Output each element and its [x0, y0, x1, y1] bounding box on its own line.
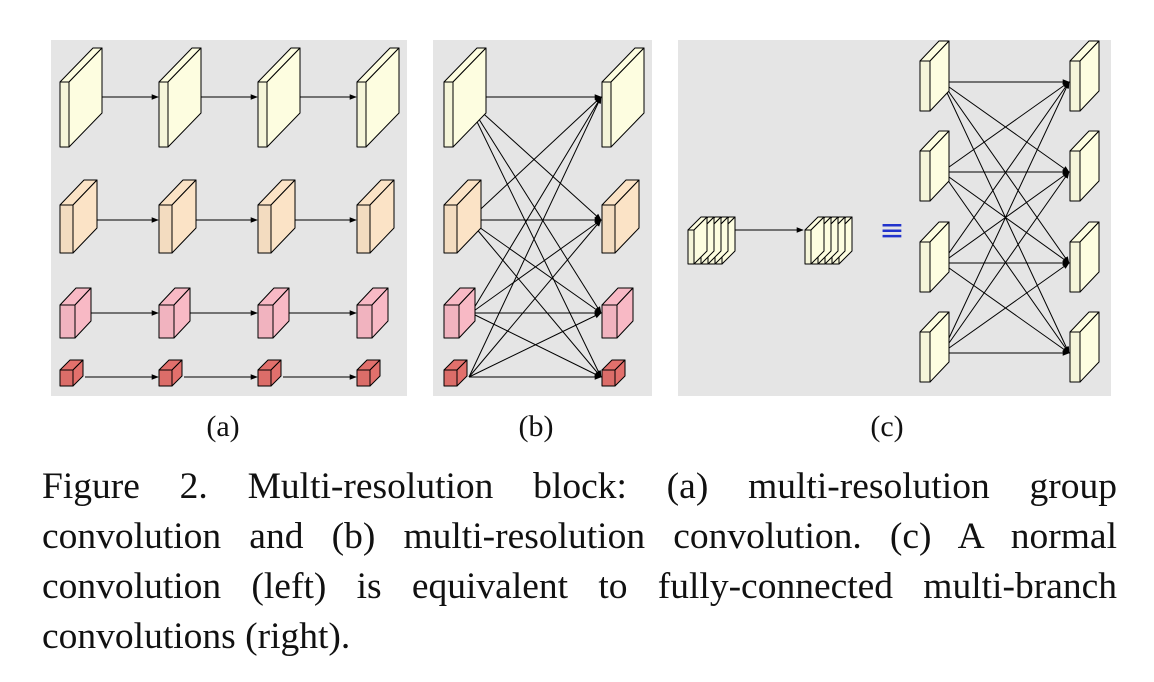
panel-c-branch-output-3 — [1069, 221, 1100, 293]
subfigure-label-a: (a) — [206, 410, 240, 443]
panel-b-input-block-2 — [443, 179, 482, 254]
panel-a-block-r1-c1 — [59, 47, 103, 148]
subfigure-label-b: (b) — [518, 410, 554, 443]
panel-c-branch-edge-2-1 — [941, 81, 1070, 173]
equivalence-symbol: ≡ — [879, 213, 904, 248]
panel-a-block-r4-c3 — [257, 359, 282, 387]
panel-c-branch-output-4 — [1069, 311, 1100, 383]
panel-a-block-r4-c2 — [158, 359, 183, 387]
panel-b-edge-2-1 — [468, 96, 602, 221]
panel-c-branch-edge-4-1 — [941, 81, 1070, 354]
panel-a-block-r2-c2 — [158, 179, 197, 254]
panel-b-output-block-1 — [601, 47, 645, 148]
panel-c-branch-input-3 — [919, 221, 950, 293]
panel-b-edge-3-2 — [470, 219, 602, 314]
panel-c-branch-output-2 — [1069, 130, 1100, 202]
subfigure-label-c: (c) — [870, 410, 904, 443]
panel-a-block-r2-c1 — [59, 179, 98, 254]
panel-c-branch-input-1 — [919, 40, 950, 112]
panel-c-branch-input-2 — [919, 130, 950, 202]
panel-a-block-r1-c4 — [356, 47, 400, 148]
panel-a-block-r1-c3 — [257, 47, 301, 148]
figure-diagram: ≡ — [51, 40, 1111, 396]
edges-layer — [81, 79, 1070, 380]
panel-b-edge-4-3 — [468, 312, 602, 378]
panel-a-block-r2-c3 — [257, 179, 296, 254]
panel-c-branch-edge-3-1 — [941, 81, 1070, 264]
panel-b-edge-1-2 — [464, 96, 602, 221]
panel-b-edge-3-1 — [470, 96, 602, 314]
panel-a-block-r1-c2 — [158, 47, 202, 148]
panel-b-output-block-2 — [601, 179, 640, 254]
panel-c-branch-edge-4-3 — [941, 262, 1070, 354]
panel-b-edge-4-1 — [468, 96, 602, 378]
panel-c-background — [678, 40, 1111, 396]
panel-b-output-block-3 — [601, 287, 634, 339]
panel-b-edge-1-3 — [464, 96, 602, 314]
panel-b-edge-1-4 — [464, 96, 602, 378]
panel-c-branch-output-1 — [1069, 40, 1100, 112]
panel-a-block-r4-c1 — [59, 359, 84, 387]
panel-a-block-r2-c4 — [356, 179, 395, 254]
panel-c-branch-edge-4-2 — [941, 171, 1070, 354]
panel-b-edge-2-3 — [468, 219, 602, 314]
panel-b-input-block-3 — [443, 287, 476, 339]
panel-a-background — [51, 40, 407, 396]
figure-caption: Figure 2. Multi-resolution block: (a) mu… — [42, 466, 1117, 657]
panel-c-normal-output-channel-5 — [804, 216, 825, 265]
panel-b-input-block-4 — [443, 359, 468, 387]
panel-c-branch-input-4 — [919, 311, 950, 383]
panel-c-normal-input-channel-5 — [687, 216, 708, 265]
panel-a-block-r3-c1 — [59, 287, 92, 339]
panel-b-edge-4-2 — [468, 219, 602, 378]
panel-a-block-r4-c4 — [356, 359, 381, 387]
blocks-layer — [59, 40, 1100, 387]
panel-b-input-block-1 — [443, 47, 487, 148]
panel-b-output-block-4 — [601, 359, 626, 387]
panel-a-block-r3-c4 — [356, 287, 389, 339]
panel-a-block-r3-c2 — [158, 287, 191, 339]
panel-a-block-r3-c3 — [257, 287, 290, 339]
